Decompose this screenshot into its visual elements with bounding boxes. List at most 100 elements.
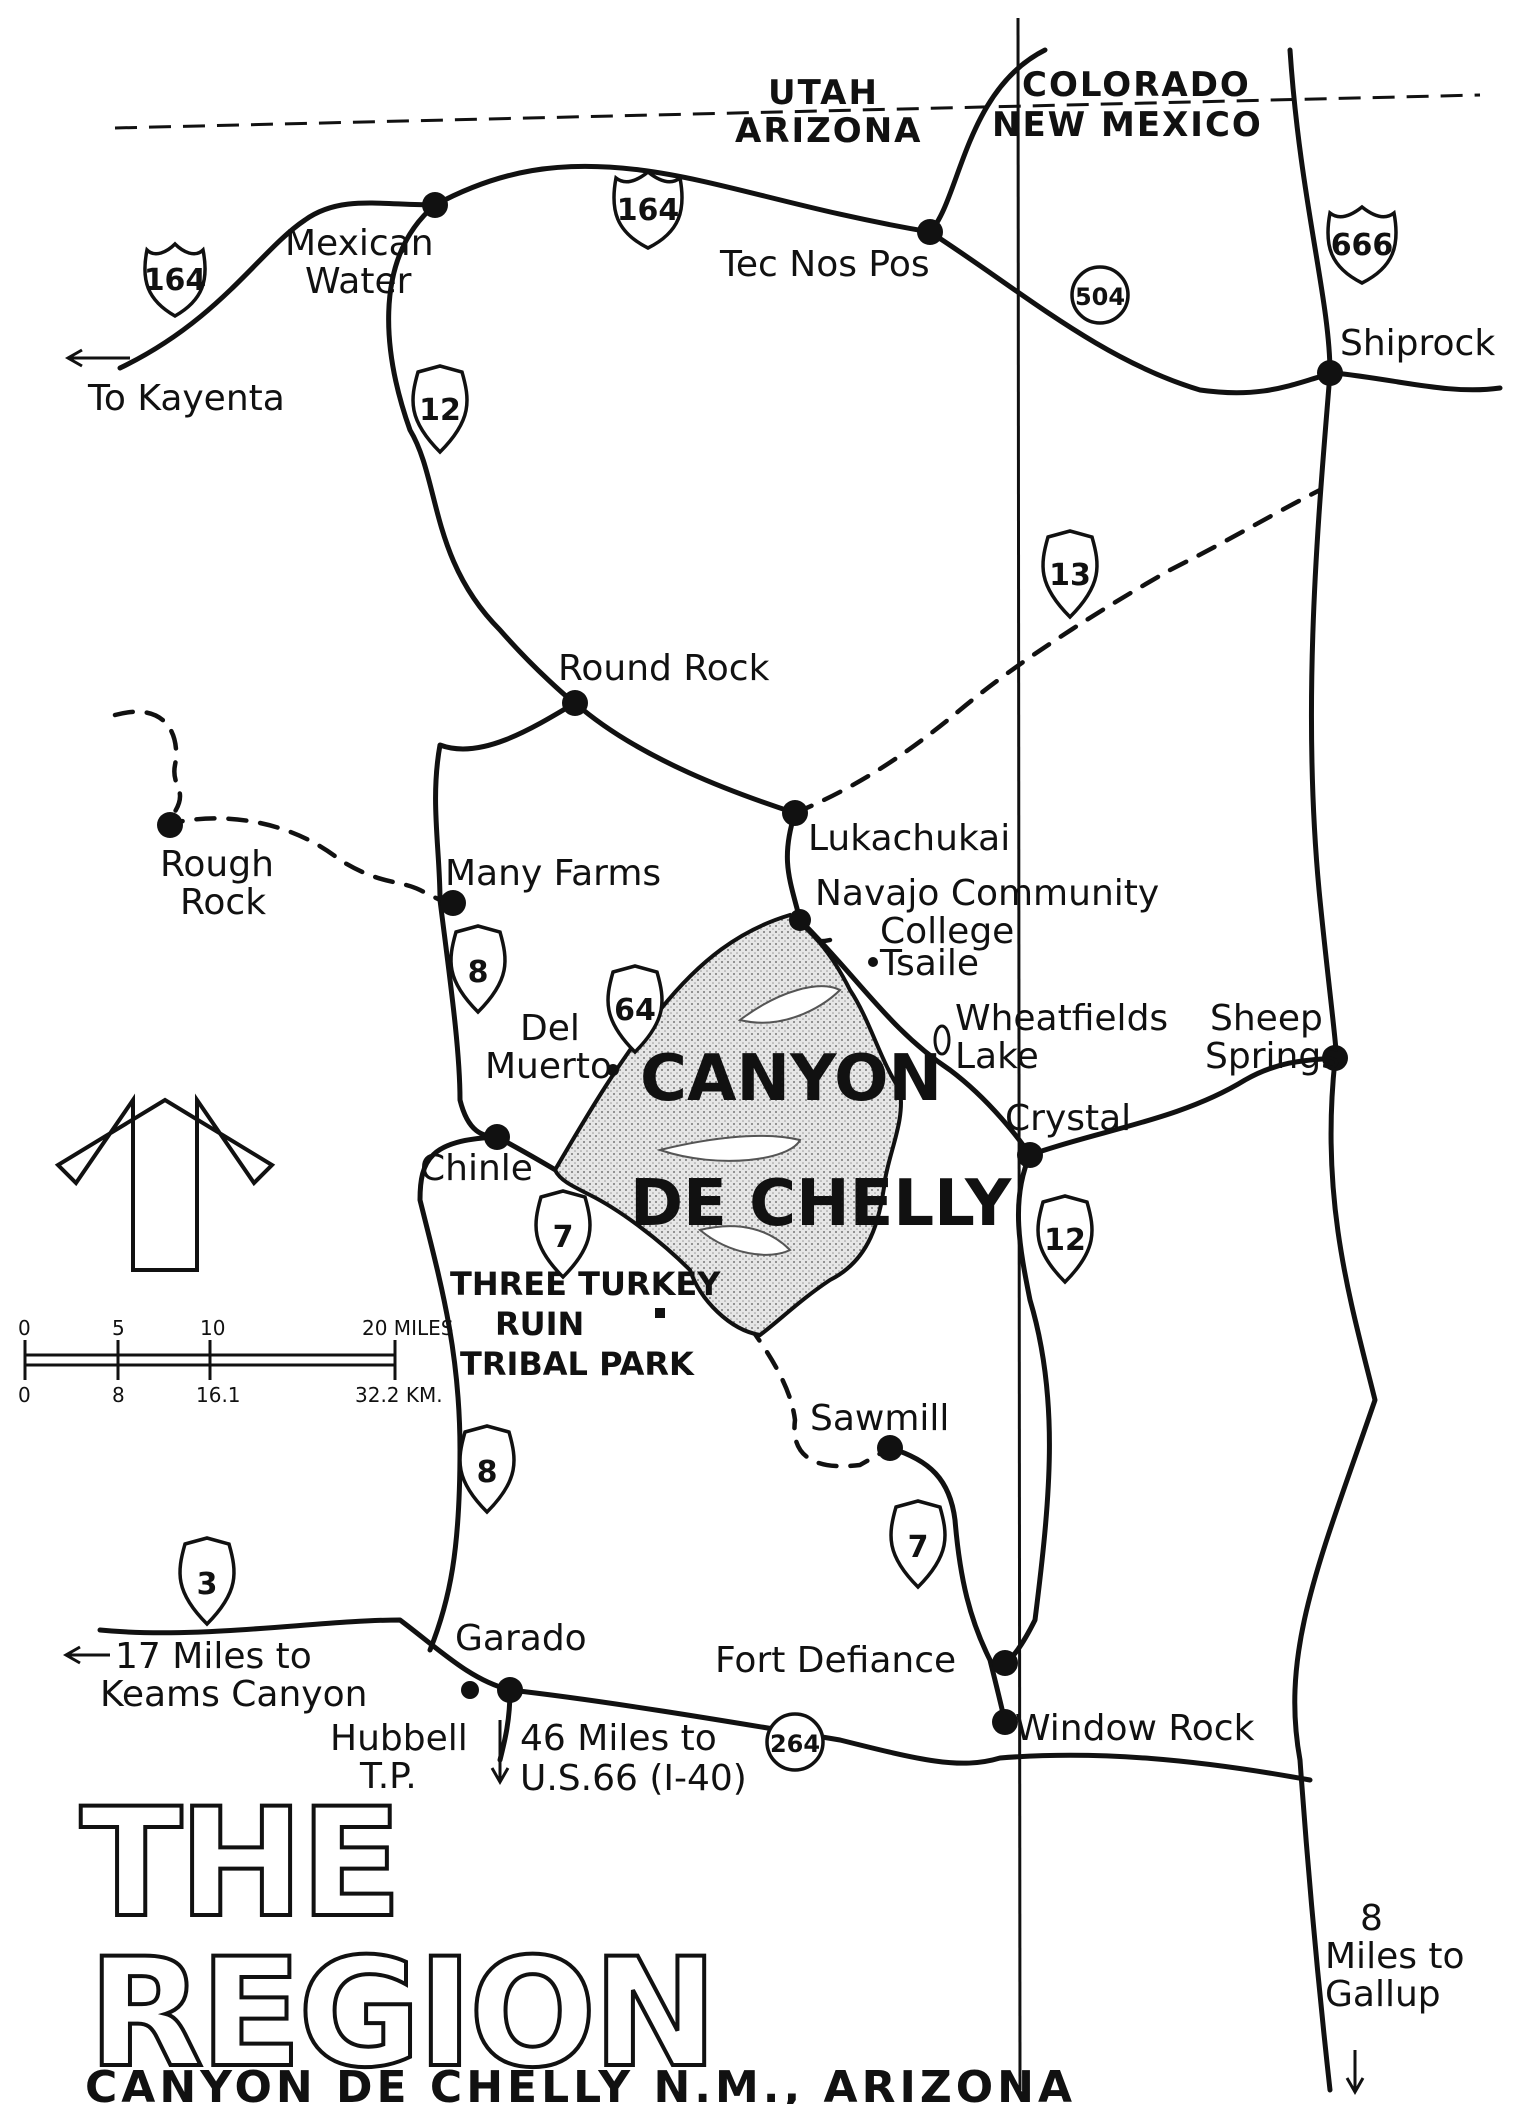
shield-az7-a: 7 xyxy=(534,1189,592,1280)
town-garado-dot xyxy=(497,1677,523,1703)
svg-text:666: 666 xyxy=(1331,228,1394,263)
svg-text:12: 12 xyxy=(1044,1223,1086,1258)
town-crystal-dot xyxy=(1017,1142,1043,1168)
shield-us164-a: 164 xyxy=(143,241,207,319)
canyon-de-chelly-area xyxy=(552,912,903,1338)
canyon-inner-ridge-2 xyxy=(656,1134,802,1162)
road-nm504 xyxy=(927,229,1503,396)
scale-km-8: 8 xyxy=(112,1383,125,1407)
town-crystal: Crystal xyxy=(1005,1098,1131,1139)
shield-az12-a: 12 xyxy=(411,364,469,455)
scale-mile-0: 0 xyxy=(18,1316,31,1340)
shield-us164-b: 164 xyxy=(612,169,684,250)
town-rough-rock-dot xyxy=(157,812,183,838)
shield-az12-b: 12 xyxy=(1036,1194,1094,1285)
road-az12-south xyxy=(1002,1152,1052,1666)
town-many-farms: Many Farms xyxy=(445,853,661,894)
shield-az7-b: 7 xyxy=(889,1499,947,1590)
road-round-rock-lukachukai xyxy=(572,700,798,816)
road-az12-north xyxy=(386,202,578,706)
town-shiprock-dot xyxy=(1317,360,1343,386)
town-window-rock: Window Rock xyxy=(1015,1708,1255,1749)
town-tsaile: Tsaile xyxy=(879,943,979,984)
road-rough-rock-north xyxy=(112,709,183,828)
north-arrow xyxy=(54,1093,276,1272)
scale-mile-5: 5 xyxy=(112,1316,125,1340)
scale-km-16: 16.1 xyxy=(196,1383,241,1407)
scale-km-32: 32.2 KM. xyxy=(355,1383,443,1407)
canyon-inner-ridge-3 xyxy=(697,1225,792,1256)
to-kayenta: To Kayenta xyxy=(87,378,285,419)
svg-text:164: 164 xyxy=(617,193,680,228)
svg-text:8: 8 xyxy=(468,955,489,990)
svg-text:7: 7 xyxy=(908,1530,929,1565)
state-label-new-mexico: NEW MEXICO xyxy=(992,105,1263,145)
town-del-muerto-dot xyxy=(607,1064,619,1076)
road-three-turkey-sawmill xyxy=(727,1297,893,1469)
arrow-to-gallup xyxy=(1345,2050,1365,2096)
town-garado: Garado xyxy=(455,1618,587,1659)
shield-r264: 264 xyxy=(765,1712,825,1772)
road-az7-south xyxy=(887,1445,1008,1725)
svg-text:264: 264 xyxy=(770,1730,820,1758)
road-rough-rock xyxy=(162,816,443,903)
svg-text:13: 13 xyxy=(1049,558,1091,593)
town-chinle-dot xyxy=(484,1124,510,1150)
road-az264 xyxy=(97,1617,1313,1783)
town-sawmill-dot xyxy=(877,1435,903,1461)
canyon-label-line1: CANYON xyxy=(640,1042,942,1116)
town-round-rock-dot xyxy=(562,690,588,716)
town-lukachukai-dot xyxy=(782,800,808,826)
shield-az64: 64 xyxy=(606,964,664,1055)
svg-text:3: 3 xyxy=(197,1567,218,1602)
scale-bar: 0 5 10 20 MILES 0 8 16.1 32.2 KM. xyxy=(18,1316,453,1407)
shield-az3: 3 xyxy=(178,1536,236,1627)
arrow-to-us66 xyxy=(490,1720,510,1786)
town-lukachukai: Lukachukai xyxy=(808,818,1010,859)
town-tsaile-dot xyxy=(868,957,878,967)
town-hubbell-dot xyxy=(461,1681,479,1699)
scale-mile-20: 20 MILES xyxy=(362,1316,453,1340)
state-border-east-west xyxy=(114,93,1481,130)
town-fort-defiance-dot xyxy=(992,1650,1018,1676)
svg-text:7: 7 xyxy=(553,1220,574,1255)
state-label-utah: UTAH xyxy=(768,73,879,113)
svg-text:8: 8 xyxy=(477,1455,498,1490)
road-us164 xyxy=(117,47,1048,371)
canyon-label-line2: DE CHELLY xyxy=(630,1167,1012,1241)
shield-az13: 13 xyxy=(1041,529,1099,620)
town-window-rock-dot xyxy=(992,1709,1018,1735)
title-line1: THE xyxy=(80,1777,398,1951)
subtitle: CANYON DE CHELLY N.M., ARIZONA xyxy=(85,2062,1076,2104)
town-chinle: Chinle xyxy=(420,1148,533,1189)
svg-text:64: 64 xyxy=(614,993,656,1028)
arrow-to-keams xyxy=(62,1645,110,1665)
svg-text:12: 12 xyxy=(419,393,461,428)
scale-km-0: 0 xyxy=(18,1383,31,1407)
shield-az8-b: 8 xyxy=(458,1424,516,1515)
road-az8-south xyxy=(417,1134,500,1653)
town-sheep-springs-dot xyxy=(1322,1045,1348,1071)
town-navajo-college-dot xyxy=(789,909,811,931)
three-turkey-ruin-marker xyxy=(655,1308,665,1318)
state-label-arizona: ARIZONA xyxy=(735,111,922,151)
canyon-inner-ridge-1 xyxy=(737,985,842,1024)
arrow-to-kayenta xyxy=(64,348,130,368)
svg-text:164: 164 xyxy=(144,263,207,298)
town-tec-nos-pos: Tec Nos Pos xyxy=(719,244,930,285)
town-shiprock: Shiprock xyxy=(1340,323,1495,364)
shield-nm504: 504 xyxy=(1070,265,1130,325)
town-fort-defiance: Fort Defiance xyxy=(715,1640,956,1681)
scale-mile-10: 10 xyxy=(200,1316,225,1340)
lake-wheatfields xyxy=(933,1024,951,1056)
